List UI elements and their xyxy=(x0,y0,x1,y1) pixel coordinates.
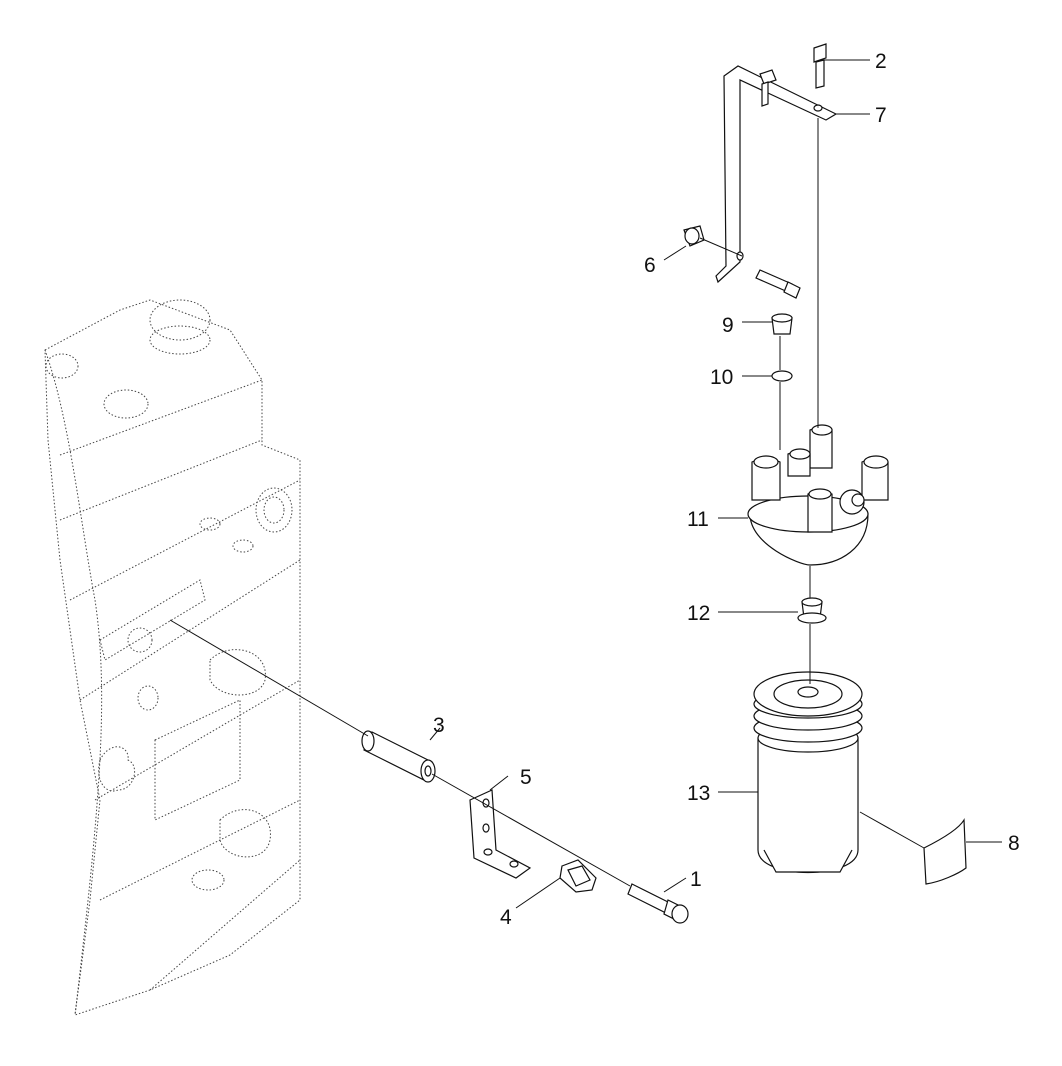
filter-bracket xyxy=(715,65,838,284)
callout-5: 5 xyxy=(520,766,532,789)
callout-4: 4 xyxy=(500,906,512,929)
o-ring xyxy=(771,370,793,382)
plug xyxy=(771,313,793,335)
label-sticker xyxy=(923,817,967,885)
filter-element xyxy=(753,671,863,873)
clip xyxy=(559,859,597,893)
threaded-nipple xyxy=(797,597,827,624)
spacer-tube xyxy=(361,730,436,783)
nut xyxy=(683,225,801,299)
callout-7: 7 xyxy=(875,104,887,127)
angle-bracket xyxy=(469,789,532,879)
callout-3: 3 xyxy=(433,714,445,737)
callout-8: 8 xyxy=(1008,832,1020,855)
callout-11: 11 xyxy=(687,508,709,531)
callout-9: 9 xyxy=(722,314,734,337)
flange-bolt xyxy=(627,883,689,924)
filter-head xyxy=(747,424,889,566)
callouts: 1 2 3 4 5 6 7 8 9 10 11 12 13 xyxy=(433,50,1020,929)
callout-10: 10 xyxy=(710,366,733,389)
engine-block xyxy=(44,299,301,1016)
leader-lines xyxy=(169,59,1002,909)
callout-13: 13 xyxy=(687,782,710,805)
callout-12: 12 xyxy=(687,602,710,625)
callout-6: 6 xyxy=(644,254,656,277)
hex-bolt xyxy=(759,43,827,107)
callout-2: 2 xyxy=(875,50,887,73)
callout-1: 1 xyxy=(690,868,702,891)
